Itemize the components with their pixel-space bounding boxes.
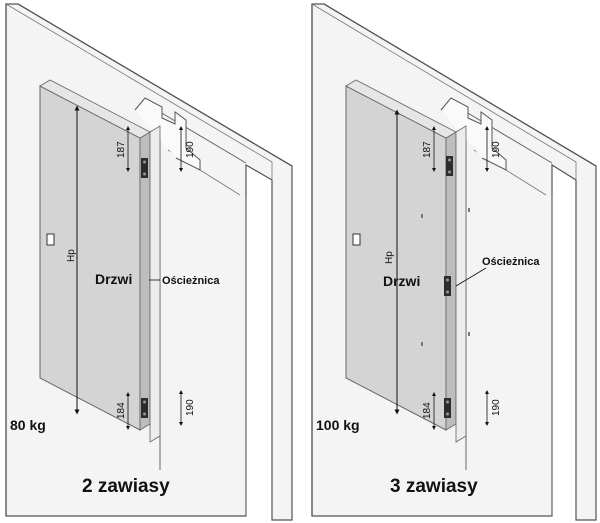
door-label: Drzwi xyxy=(95,271,132,287)
panel-left xyxy=(5,3,293,521)
dim-top-door: 187 xyxy=(422,141,433,158)
door-leaf-right xyxy=(345,79,470,431)
hinge-middle-right xyxy=(444,276,451,296)
dim-bottom-frame: 190 xyxy=(185,399,196,416)
height-label: Hp xyxy=(66,249,77,262)
dim-bottom-frame: 190 xyxy=(491,399,502,416)
height-label: Hp xyxy=(384,251,395,264)
hinge-count-caption: 2 zawiasy xyxy=(82,476,170,497)
dim-bottom-door: 184 xyxy=(422,402,433,419)
dim-bottom-door: 184 xyxy=(116,402,127,419)
frame-strip-right xyxy=(455,125,467,443)
hinge-bottom-left xyxy=(141,398,148,418)
panel-right xyxy=(311,3,597,521)
frame-label: Ościeżnica xyxy=(482,256,540,268)
lock-icon xyxy=(46,233,55,246)
dim-top-frame: 190 xyxy=(185,141,196,158)
frame-label: Ościeżnica xyxy=(162,275,220,287)
door-label: Drzwi xyxy=(383,273,420,289)
dim-top-frame: 190 xyxy=(491,141,502,158)
weight-label: 100 kg xyxy=(316,417,360,433)
hinge-top-left xyxy=(141,158,148,178)
door-leaf-left xyxy=(39,79,151,431)
weight-label: 80 kg xyxy=(10,417,46,433)
hinge-bottom-right xyxy=(444,398,451,418)
hinge-count-caption: 3 zawiasy xyxy=(390,476,478,497)
dim-top-door: 187 xyxy=(116,141,127,158)
frame-strip-left xyxy=(149,125,161,443)
lock-icon xyxy=(352,233,361,246)
hinge-top-right xyxy=(446,156,453,176)
